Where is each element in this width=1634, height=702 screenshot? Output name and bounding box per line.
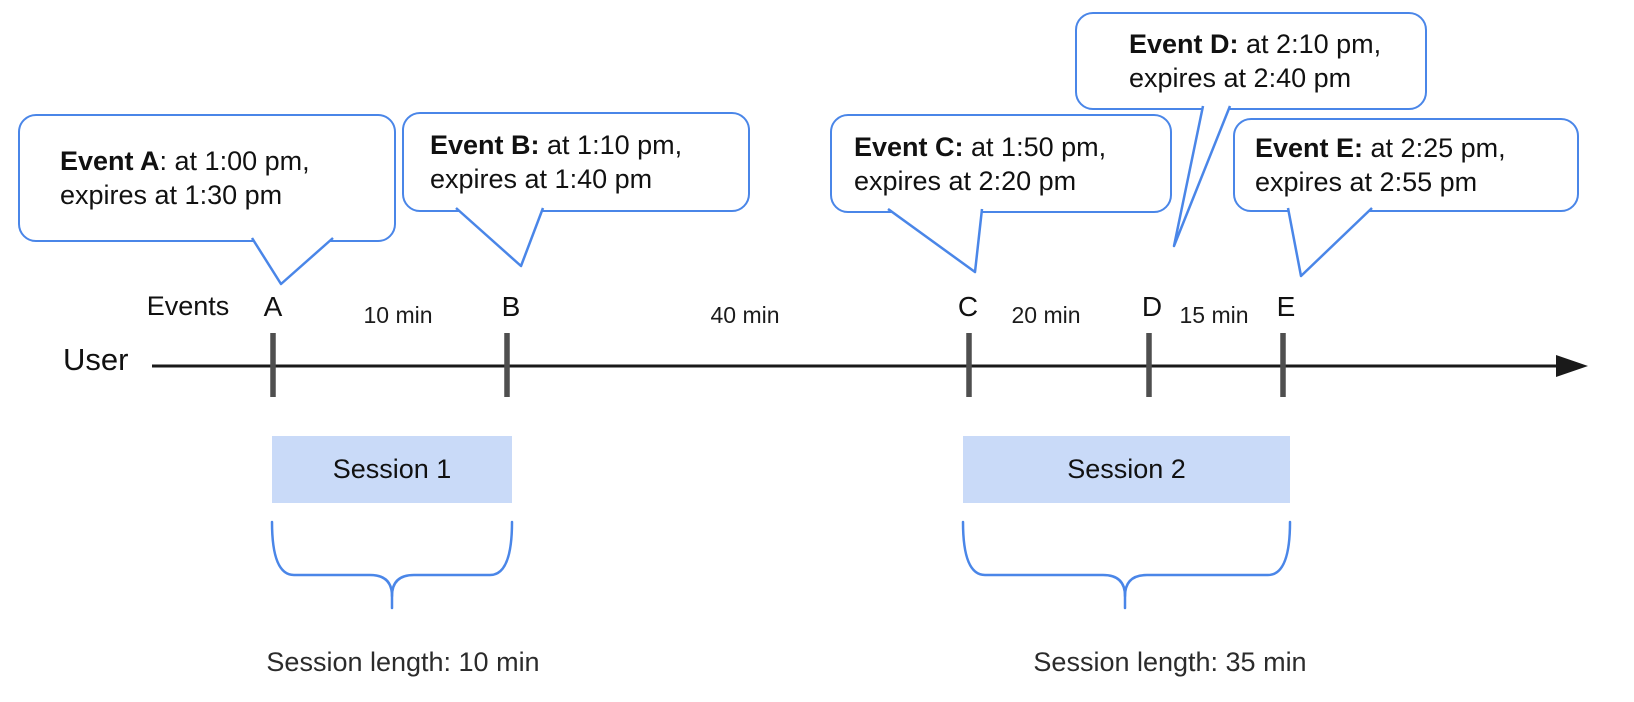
event-c-line1: Event C: at 1:50 pm, — [854, 130, 1170, 164]
tick-letter-c: C — [957, 291, 979, 322]
interval-c-d: 20 min — [1011, 302, 1081, 328]
event-d-time: at 2:10 pm, — [1238, 29, 1382, 59]
session-1-bar: Session 1 — [272, 436, 512, 503]
event-e-title: Event E: — [1255, 133, 1364, 163]
session-1-brace-left — [270, 520, 394, 610]
tick-a — [270, 333, 276, 397]
interval-a-b: 10 min — [363, 302, 433, 328]
event-c-line2: expires at 2:20 pm — [854, 165, 1077, 196]
event-e-line1: Event E: at 2:25 pm, — [1255, 131, 1577, 165]
event-a-bubble: Event A: at 1:00 pm, expires at 1:30 pm — [18, 114, 396, 242]
tick-letter-a: A — [263, 291, 283, 322]
interval-d-e: 15 min — [1179, 302, 1249, 328]
event-a-line1: Event A: at 1:00 pm, — [60, 144, 394, 178]
session-1-label: Session 1 — [332, 454, 452, 484]
event-b-line2: expires at 1:40 pm — [430, 164, 653, 194]
tick-letter-e: E — [1276, 291, 1296, 322]
timeline-arrowhead-icon — [1556, 355, 1588, 377]
interval-b-c: 40 min — [710, 302, 780, 328]
events-axis-label: Events — [146, 291, 230, 321]
event-b-tail — [455, 207, 545, 268]
session-1-length-label: Session length: 10 min — [266, 647, 540, 677]
event-b-time: at 1:10 pm, — [539, 130, 683, 160]
tick-c — [966, 333, 972, 397]
event-a-title: Event A — [60, 146, 160, 176]
event-b-title: Event B: — [430, 130, 540, 160]
event-c-title: Event C: — [854, 131, 964, 162]
event-d-bubble: Event D: at 2:10 pm, expires at 2:40 pm — [1075, 12, 1427, 110]
event-e-line2: expires at 2:55 pm — [1255, 167, 1478, 197]
session-2-label: Session 2 — [1067, 454, 1186, 484]
tick-letter-d: D — [1141, 291, 1163, 322]
event-a-line2: expires at 1:30 pm — [60, 180, 283, 210]
session-1-brace — [270, 520, 514, 610]
event-d-line1: Event D: at 2:10 pm, — [1129, 27, 1425, 61]
event-d-tail — [1172, 105, 1232, 248]
tick-b — [504, 333, 510, 397]
event-e-time: at 2:25 pm, — [1363, 133, 1506, 163]
event-c-tail — [887, 207, 984, 274]
user-axis-label: User — [63, 342, 129, 377]
tick-e — [1280, 333, 1286, 397]
event-b-bubble: Event B: at 1:10 pm, expires at 1:40 pm — [402, 112, 750, 212]
event-a-tail — [250, 237, 334, 286]
session-2-bar: Session 2 — [963, 436, 1290, 503]
event-e-bubble: Event E: at 2:25 pm, expires at 2:55 pm — [1233, 118, 1579, 212]
event-c-time: at 1:50 pm, — [963, 131, 1107, 162]
session-2-brace-right — [1123, 520, 1292, 598]
event-c-bubble: Event C: at 1:50 pm, expires at 2:20 pm — [830, 114, 1172, 213]
tick-d — [1146, 333, 1152, 397]
session-2-brace-left — [961, 520, 1127, 610]
session-2-brace — [961, 520, 1292, 610]
event-b-line1: Event B: at 1:10 pm, — [430, 128, 748, 162]
event-d-title: Event D: — [1129, 29, 1239, 59]
event-d-line2: expires at 2:40 pm — [1129, 63, 1352, 93]
session-1-brace-right — [390, 520, 514, 598]
session-2-length-label: Session length: 35 min — [1033, 647, 1307, 677]
event-e-tail — [1286, 207, 1373, 278]
event-a-time: : at 1:00 pm, — [159, 146, 310, 176]
tick-letter-b: B — [501, 291, 521, 322]
